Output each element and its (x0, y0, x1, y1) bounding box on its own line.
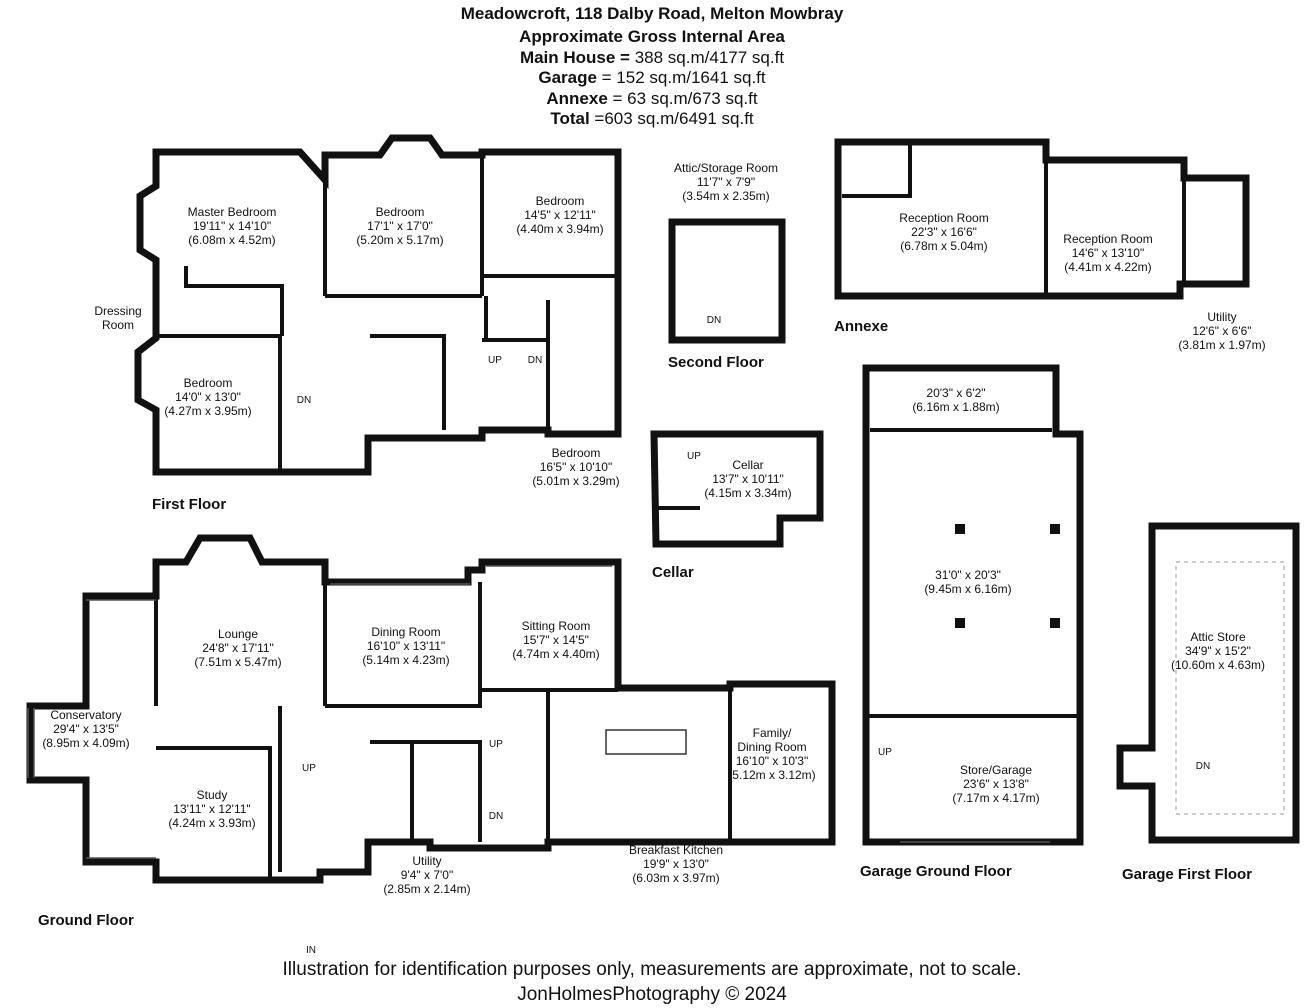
ground-floor-walls (26, 534, 836, 884)
room-garage-main: 31'0" x 20'3"(9.45m x 6.16m) (924, 568, 1012, 596)
floor-label-cellar: Cellar (652, 564, 694, 581)
room-garage-top: 20'3" x 6'2"(6.16m x 1.88m) (912, 386, 1000, 414)
garage-first-walls (1116, 522, 1300, 844)
floor-label-annexe: Annexe (834, 318, 889, 335)
area-total: Total =603 sq.m/6491 sq.ft (550, 109, 754, 128)
first-floor-inner-walls (156, 155, 618, 472)
area-garage: Garage = 152 sq.m/1641 sq.ft (538, 68, 766, 87)
footer-disclaimer: Illustration for identification purposes… (282, 959, 1022, 980)
stair-dn-ground: DN (488, 811, 504, 822)
stair-up-first: UP (488, 355, 502, 366)
floor-label-garage-first: Garage First Floor (1122, 866, 1253, 883)
header-area-title: Approximate Gross Internal Area (519, 27, 785, 46)
floor-label-garage-ground: Garage Ground Floor (860, 863, 1012, 880)
stair-up-ground-hall: UP (302, 763, 316, 774)
second-floor-walls (668, 218, 786, 344)
area-main-house: Main House = 388 sq.m/4177 sq.ft (519, 48, 785, 67)
floor-label-ground: Ground Floor (38, 912, 134, 929)
stair-up-ground-back: UP (489, 739, 503, 750)
floor-label-first: First Floor (152, 496, 227, 513)
stair-dn-second: DN (706, 315, 722, 326)
entrance-marker: IN (306, 945, 316, 956)
floor-label-second: Second Floor (668, 354, 764, 371)
cellar-walls (650, 430, 824, 548)
stair-dn-first-left: DN (296, 395, 312, 406)
stair-dn-garage-first: DN (1195, 761, 1211, 772)
area-annexe: Annexe = 63 sq.m/673 sq.ft (546, 89, 758, 108)
annexe-walls (834, 138, 1250, 300)
stair-up-cellar: UP (687, 451, 701, 462)
footer-credit: JonHolmesPhotography © 2024 (517, 984, 787, 1005)
header-address: Meadowcroft, 118 Dalby Road, Melton Mowb… (460, 4, 844, 23)
first-floor-walls (134, 134, 622, 476)
stair-dn-first-right: DN (527, 355, 543, 366)
stair-up-garage: UP (878, 747, 892, 758)
